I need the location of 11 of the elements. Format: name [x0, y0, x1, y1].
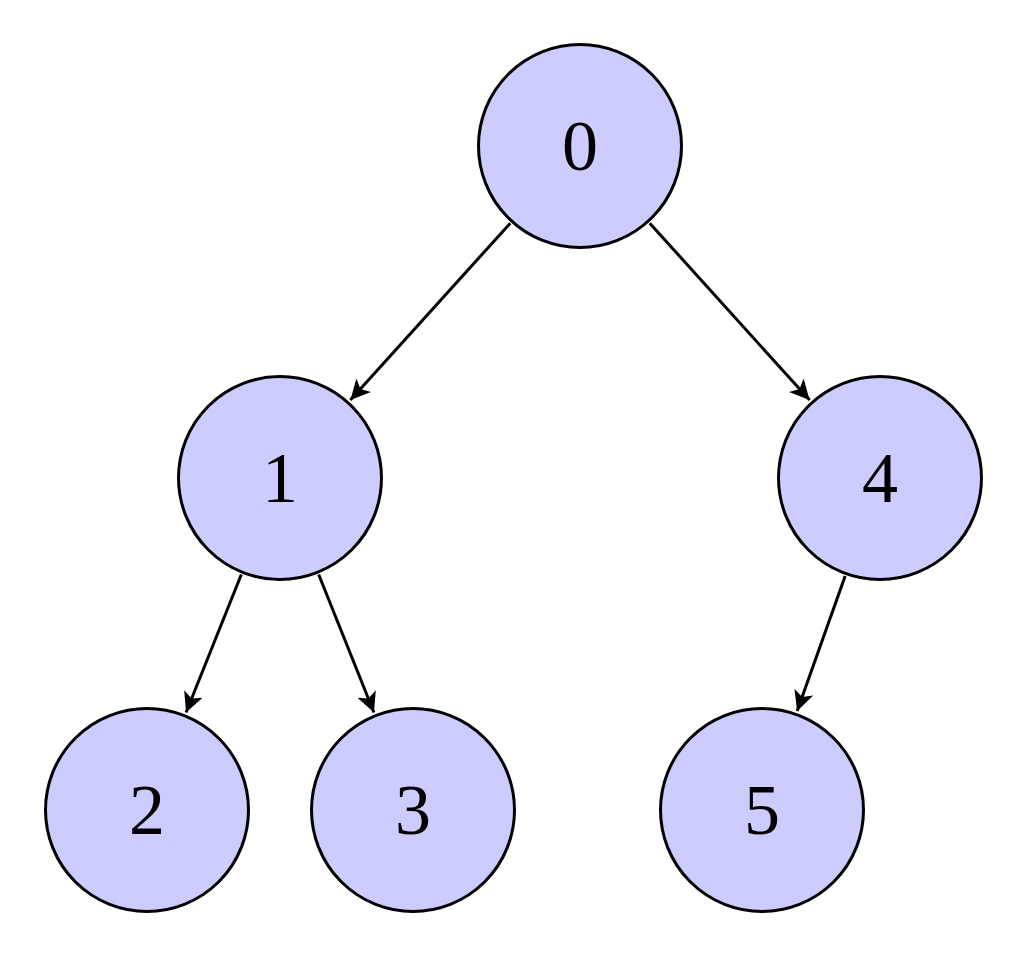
node-label: 4 — [862, 442, 898, 514]
node-label: 3 — [395, 774, 431, 846]
arrow — [648, 222, 811, 402]
arrow — [184, 574, 243, 714]
arrow — [794, 575, 847, 712]
arrow — [317, 574, 376, 714]
node-label: 5 — [744, 774, 780, 846]
node-label: 0 — [562, 110, 598, 182]
node-label: 1 — [262, 442, 298, 514]
node-label: 2 — [129, 774, 165, 846]
arrow — [349, 222, 512, 402]
